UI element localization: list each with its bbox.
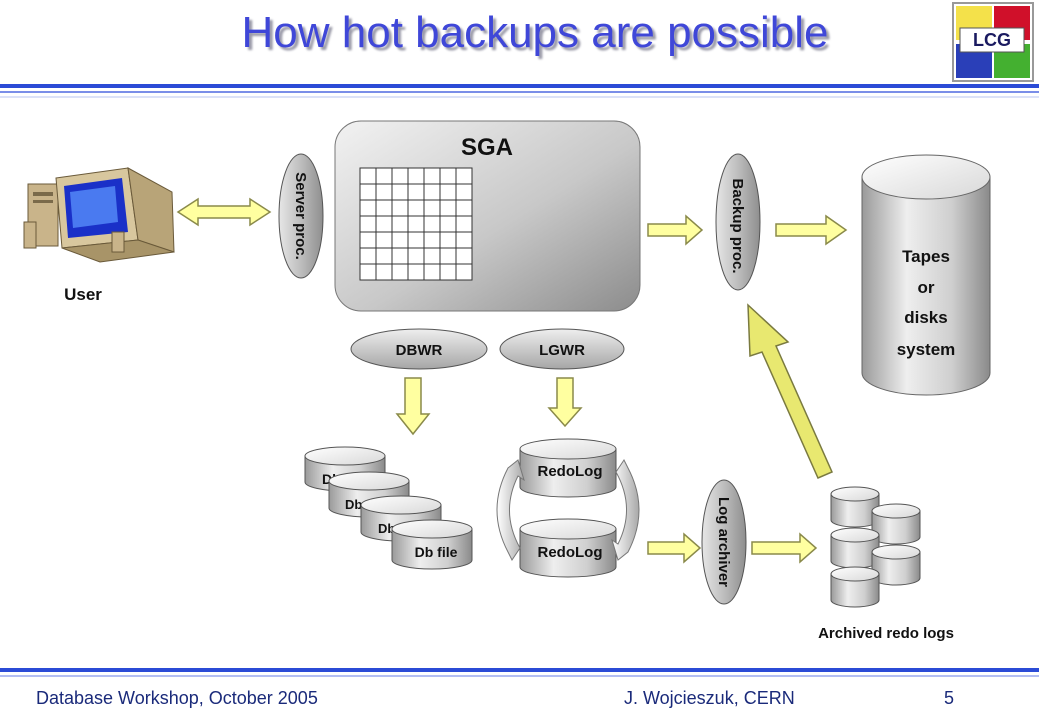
server-proc-label: Server proc. [292,172,309,260]
tapes-line-1: Tapes [902,247,950,266]
user-server-double-arrow [176,197,272,227]
tapes-cylinder: Tapes or disks system [861,154,991,396]
title-rule [0,84,1039,98]
log-archiver-oval: Log archiver [701,479,747,605]
db-file-label-3: Db [378,521,395,536]
log-archiver-label: Log archiver [715,497,732,587]
db-file-cylinder-4: Db file [391,519,473,570]
footer-left: Database Workshop, October 2005 [36,688,318,708]
dbwr-label: DBWR [396,342,443,359]
backup-proc-oval: Backup proc. [715,153,761,291]
archived-log-cylinder [830,566,880,608]
lgwr-label: LGWR [539,342,585,359]
footer-author: J. Wojcieszuk, CERN [624,688,795,708]
db-file-label-2: Db [345,497,362,512]
redolog-label-1: RedoLog [538,463,603,480]
db-file-label-4: Db file [415,544,458,560]
lgwr-oval: LGWR [499,328,625,370]
redolog-label-2: RedoLog [538,544,603,561]
page-number: 5 [944,688,955,708]
footer-rule [0,668,1039,677]
sga-block: SGA [334,120,641,312]
dbwr-down-arrow [395,377,431,436]
slide-title: How hot backups are possible [241,8,829,57]
sga-to-backup-arrow [647,214,704,246]
tapes-line-2: or [918,278,935,297]
redolog-cylinder-1: RedoLog [519,438,617,498]
archiver-to-archived-arrow [751,532,818,564]
user-label: User [64,285,102,304]
redolog-to-archiver-arrow [647,532,702,564]
lcg-logo: LCG [952,2,1034,82]
redolog-cylinder-2: RedoLog [519,518,617,578]
sga-memory-grid [359,167,473,281]
archived-logs-stack [830,486,921,608]
server-proc-oval: Server proc. [278,153,324,279]
backup-to-tapes-arrow [775,214,848,246]
tapes-line-4: system [897,340,956,359]
archived-redo-logs-label: Archived redo logs [818,625,954,642]
sga-label: SGA [461,134,513,161]
lgwr-down-arrow [547,377,583,428]
logo-text: LCG [973,30,1011,50]
computer-icon [23,167,175,263]
archived-log-cylinder [871,544,921,586]
redolog-cycle-arrows [496,459,640,561]
backup-proc-label: Backup proc. [729,178,746,273]
dbwr-oval: DBWR [350,328,488,370]
tapes-line-3: disks [904,308,947,327]
archived-to-backup-arrow [747,303,833,479]
